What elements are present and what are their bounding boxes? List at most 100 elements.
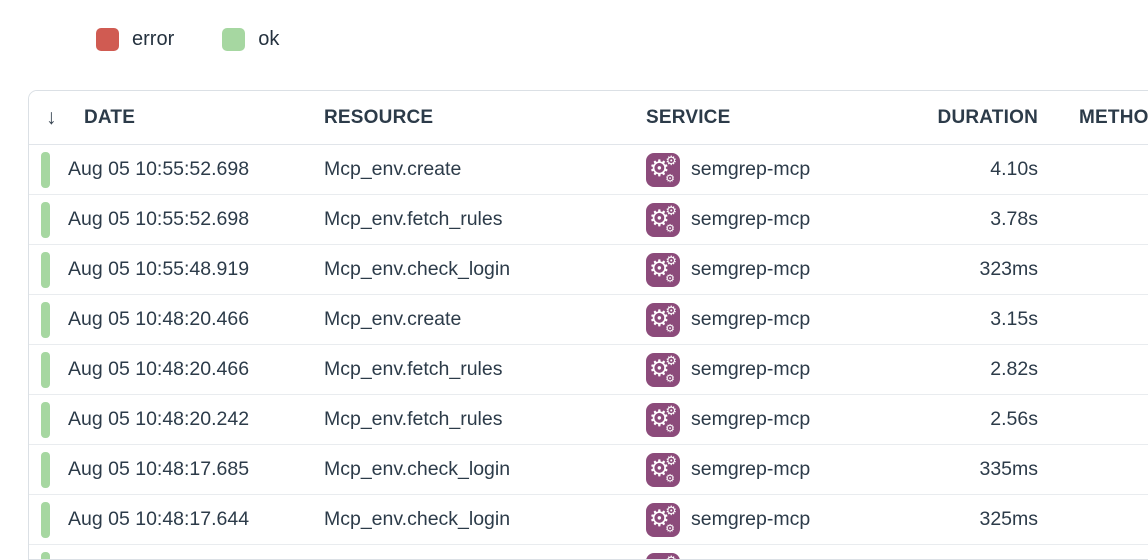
gear-icon: ⚙	[665, 371, 675, 385]
cell-service: ⚙ ⚙ ⚙ semgrep-mcp	[646, 502, 889, 537]
table-row[interactable]: Aug 05 10:48:20.242 Mcp_env.fetch_rules …	[29, 395, 1148, 445]
legend-label-error: error	[132, 28, 175, 50]
legend-item-ok[interactable]: ok	[222, 28, 279, 51]
cell-date: Aug 05 10:48:17.644	[68, 508, 250, 530]
gear-icon: ⚙	[649, 155, 670, 182]
status-ok-pill	[41, 551, 50, 559]
legend-label-ok: ok	[258, 28, 280, 50]
gear-icon: ⚙	[649, 557, 670, 559]
table-row[interactable]: ⚙ ⚙ ⚙	[29, 545, 1148, 560]
table-row[interactable]: Aug 05 10:48:20.466 Mcp_env.fetch_rules …	[29, 345, 1148, 395]
gear-icon: ⚙	[649, 355, 670, 382]
service-gears-icon: ⚙ ⚙ ⚙	[646, 552, 680, 560]
table-row[interactable]: Aug 05 10:55:52.698 Mcp_env.fetch_rules …	[29, 195, 1148, 245]
trace-table: ↓ DATE RESOURCE SERVICE DURATION METHOD …	[28, 90, 1148, 560]
column-header-date[interactable]: DATE	[84, 106, 136, 128]
cell-service: ⚙ ⚙ ⚙ semgrep-mcp	[646, 452, 889, 487]
table-header-row: ↓ DATE RESOURCE SERVICE DURATION METHOD	[29, 91, 1148, 145]
service-gears-icon: ⚙ ⚙ ⚙	[646, 402, 680, 437]
gear-icon: ⚙	[665, 555, 677, 560]
service-gears-icon: ⚙ ⚙ ⚙	[646, 152, 680, 187]
gear-icon: ⚙	[665, 203, 677, 219]
gear-icon: ⚙	[665, 353, 677, 369]
cell-service: ⚙ ⚙ ⚙ semgrep-mcp	[646, 352, 889, 387]
column-header-resource[interactable]: RESOURCE	[324, 106, 434, 128]
column-header-method[interactable]: METHOD	[1079, 106, 1148, 128]
cell-service: ⚙ ⚙ ⚙ semgrep-mcp	[646, 152, 889, 187]
cell-date: Aug 05 10:55:52.698	[68, 208, 250, 230]
status-legend: error ok	[96, 28, 279, 51]
cell-duration: 4.10s	[990, 158, 1038, 180]
cell-date: Aug 05 10:48:20.242	[68, 408, 250, 430]
cell-resource: Mcp_env.check_login	[324, 258, 511, 280]
service-name: semgrep-mcp	[691, 508, 811, 530]
status-ok-pill	[41, 251, 50, 288]
service-name: semgrep-mcp	[691, 458, 811, 480]
gear-icon: ⚙	[665, 521, 675, 535]
error-swatch-icon	[96, 28, 119, 51]
service-name: semgrep-mcp	[691, 208, 811, 230]
sort-direction-button[interactable]: ↓	[29, 106, 68, 130]
cell-duration: 2.82s	[990, 358, 1038, 380]
cell-duration: 335ms	[979, 458, 1038, 480]
cell-service: ⚙ ⚙ ⚙ semgrep-mcp	[646, 402, 889, 437]
service-name: semgrep-mcp	[691, 258, 811, 280]
table-row[interactable]: Aug 05 10:55:52.698 Mcp_env.create ⚙ ⚙ ⚙…	[29, 145, 1148, 195]
status-ok-pill	[41, 451, 50, 488]
table-body: Aug 05 10:55:52.698 Mcp_env.create ⚙ ⚙ ⚙…	[29, 145, 1148, 560]
cell-resource: Mcp_env.fetch_rules	[324, 358, 503, 380]
status-ok-pill	[41, 351, 50, 388]
cell-resource: Mcp_env.create	[324, 308, 462, 330]
legend-item-error[interactable]: error	[96, 28, 174, 51]
sort-down-arrow-icon: ↓	[46, 105, 57, 129]
gear-icon: ⚙	[665, 153, 677, 169]
cell-date: Aug 05 10:48:20.466	[68, 308, 250, 330]
gear-icon: ⚙	[665, 453, 677, 469]
cell-service: ⚙ ⚙ ⚙ semgrep-mcp	[646, 252, 889, 287]
service-name: semgrep-mcp	[691, 158, 811, 180]
gear-icon: ⚙	[665, 421, 675, 435]
service-name: semgrep-mcp	[691, 358, 811, 380]
cell-date: Aug 05 10:48:20.466	[68, 358, 250, 380]
gear-icon: ⚙	[665, 471, 675, 485]
cell-duration: 323ms	[979, 258, 1038, 280]
gear-icon: ⚙	[665, 303, 677, 319]
cell-duration: 2.56s	[990, 408, 1038, 430]
cell-duration: 325ms	[979, 508, 1038, 530]
gear-icon: ⚙	[649, 305, 670, 332]
cell-date: Aug 05 10:55:52.698	[68, 158, 250, 180]
cell-service: ⚙ ⚙ ⚙ semgrep-mcp	[646, 302, 889, 337]
service-name: semgrep-mcp	[691, 408, 811, 430]
gear-icon: ⚙	[649, 255, 670, 282]
column-header-duration[interactable]: DURATION	[937, 106, 1038, 128]
service-gears-icon: ⚙ ⚙ ⚙	[646, 352, 680, 387]
table-row[interactable]: Aug 05 10:48:17.644 Mcp_env.check_login …	[29, 495, 1148, 545]
status-ok-pill	[41, 501, 50, 538]
cell-resource: Mcp_env.fetch_rules	[324, 208, 503, 230]
gear-icon: ⚙	[665, 253, 677, 269]
status-ok-pill	[41, 151, 50, 188]
gear-icon: ⚙	[649, 205, 670, 232]
cell-service: ⚙ ⚙ ⚙	[646, 552, 889, 560]
cell-date: Aug 05 10:55:48.919	[68, 258, 250, 280]
cell-date: Aug 05 10:48:17.685	[68, 458, 250, 480]
gear-icon: ⚙	[665, 271, 675, 285]
gear-icon: ⚙	[665, 321, 675, 335]
gear-icon: ⚙	[665, 503, 677, 519]
cell-resource: Mcp_env.create	[324, 158, 462, 180]
cell-resource: Mcp_env.check_login	[324, 508, 511, 530]
gear-icon: ⚙	[665, 403, 677, 419]
column-header-service[interactable]: SERVICE	[646, 106, 731, 128]
table-row[interactable]: Aug 05 10:48:17.685 Mcp_env.check_login …	[29, 445, 1148, 495]
gear-icon: ⚙	[649, 455, 670, 482]
table-row[interactable]: Aug 05 10:48:20.466 Mcp_env.create ⚙ ⚙ ⚙…	[29, 295, 1148, 345]
gear-icon: ⚙	[649, 405, 670, 432]
cell-duration: 3.78s	[990, 208, 1038, 230]
service-gears-icon: ⚙ ⚙ ⚙	[646, 452, 680, 487]
cell-resource: Mcp_env.fetch_rules	[324, 408, 503, 430]
cell-service: ⚙ ⚙ ⚙ semgrep-mcp	[646, 202, 889, 237]
service-name: semgrep-mcp	[691, 308, 811, 330]
gear-icon: ⚙	[665, 171, 675, 185]
table-row[interactable]: Aug 05 10:55:48.919 Mcp_env.check_login …	[29, 245, 1148, 295]
cell-resource: Mcp_env.check_login	[324, 458, 511, 480]
